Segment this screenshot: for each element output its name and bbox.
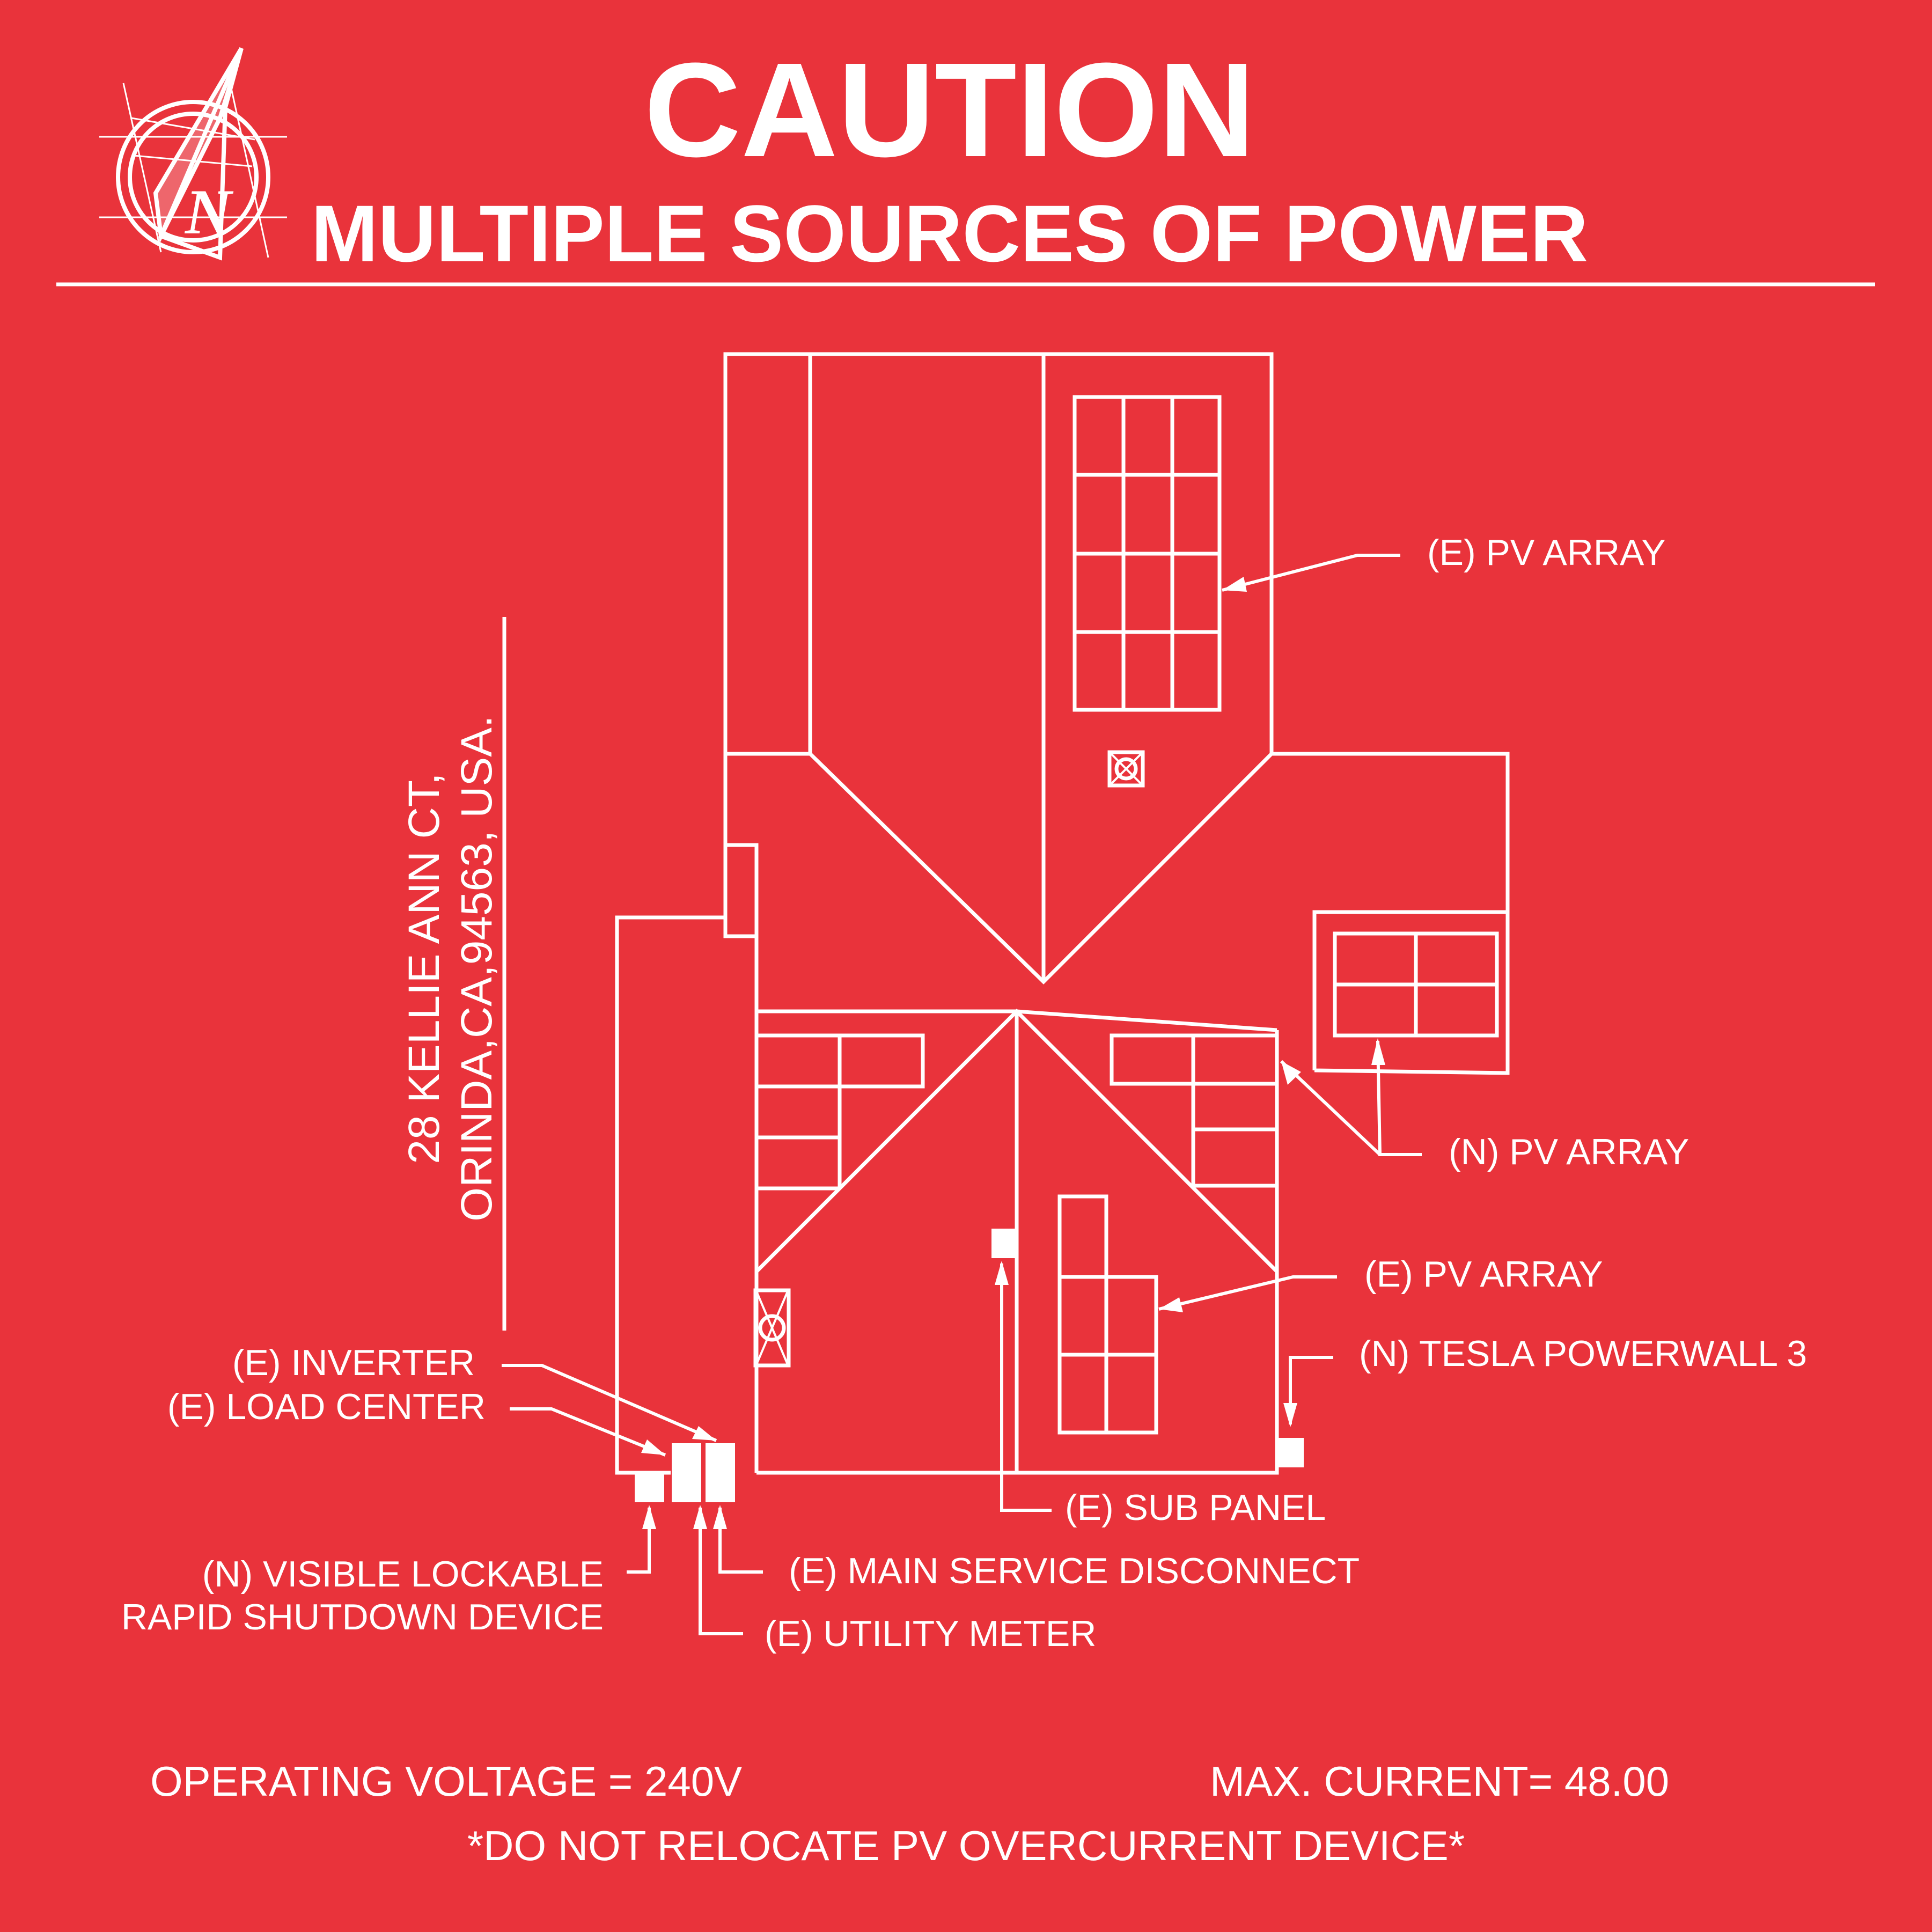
rapid-shutdown-device bbox=[635, 1473, 664, 1502]
leader-load-center bbox=[510, 1407, 666, 1457]
leader-sub-panel bbox=[1000, 1263, 1052, 1512]
address-line-2: ORINDA,CA,94563, USA. bbox=[452, 715, 501, 1222]
operating-voltage: OPERATING VOLTAGE = 240V bbox=[150, 1758, 743, 1805]
leader-pv-array-top bbox=[1222, 554, 1400, 592]
roof-vent-lower bbox=[753, 1288, 791, 1368]
compass-n-letter: N bbox=[184, 176, 234, 247]
site-address: 28 KELLIE ANN CT, ORINDA,CA,94563, USA. bbox=[398, 715, 503, 1221]
label-pv-array-new: (N) PV ARRAY bbox=[1449, 1132, 1689, 1172]
label-tesla-powerwall: (N) TESLA POWERWALL 3 bbox=[1359, 1333, 1808, 1374]
leader-pv-array-lower bbox=[1158, 1275, 1337, 1311]
utility-meter bbox=[672, 1443, 701, 1502]
label-pv-array-top: (E) PV ARRAY bbox=[1427, 532, 1666, 573]
sub-panel bbox=[991, 1229, 1016, 1258]
label-sub-panel: (E) SUB PANEL bbox=[1065, 1487, 1326, 1528]
caution-subtitle: MULTIPLE SOURCES OF POWER bbox=[311, 188, 1589, 278]
north-arrow-compass-icon bbox=[99, 47, 287, 261]
roof-vent-top bbox=[1107, 750, 1145, 788]
pv-array-left-roof bbox=[754, 1033, 925, 1191]
leader-inverter bbox=[502, 1364, 717, 1442]
tesla-powerwall bbox=[1277, 1438, 1304, 1467]
leader-main-disconnect bbox=[718, 1508, 763, 1574]
label-utility-meter: (E) UTILITY METER bbox=[765, 1613, 1097, 1654]
label-main-disconnect: (E) MAIN SERVICE DISCONNECT bbox=[789, 1551, 1360, 1591]
label-load-center: (E) LOAD CENTER bbox=[167, 1386, 486, 1427]
label-rsd-line-2: RAPID SHUTDOWN DEVICE bbox=[121, 1597, 604, 1637]
pv-array-new-roof bbox=[1110, 1033, 1279, 1188]
pv-array-lower bbox=[1057, 1194, 1158, 1435]
leader-utility-meter bbox=[699, 1508, 743, 1635]
label-inverter: (E) INVERTER bbox=[232, 1342, 475, 1383]
leader-pv-array-new bbox=[1376, 1040, 1422, 1156]
main-service-disconnect bbox=[706, 1443, 735, 1502]
house-outline bbox=[615, 352, 1510, 1475]
leader-tesla-powerwall bbox=[1289, 1356, 1333, 1424]
label-rsd-line-1: (N) VISIBLE LOCKABLE bbox=[202, 1554, 604, 1595]
pv-array-new-right bbox=[1333, 931, 1499, 1038]
address-line-1: 28 KELLIE ANN CT, bbox=[400, 773, 449, 1164]
caution-title: CAUTION bbox=[644, 35, 1255, 185]
max-current: MAX. CURRENT= 48.00 bbox=[1210, 1758, 1670, 1805]
pv-array-top bbox=[1072, 395, 1222, 712]
relocation-warning: *DO NOT RELOCATE PV OVERCURRENT DEVICE* bbox=[467, 1822, 1465, 1869]
label-pv-array-lower: (E) PV ARRAY bbox=[1364, 1254, 1603, 1295]
